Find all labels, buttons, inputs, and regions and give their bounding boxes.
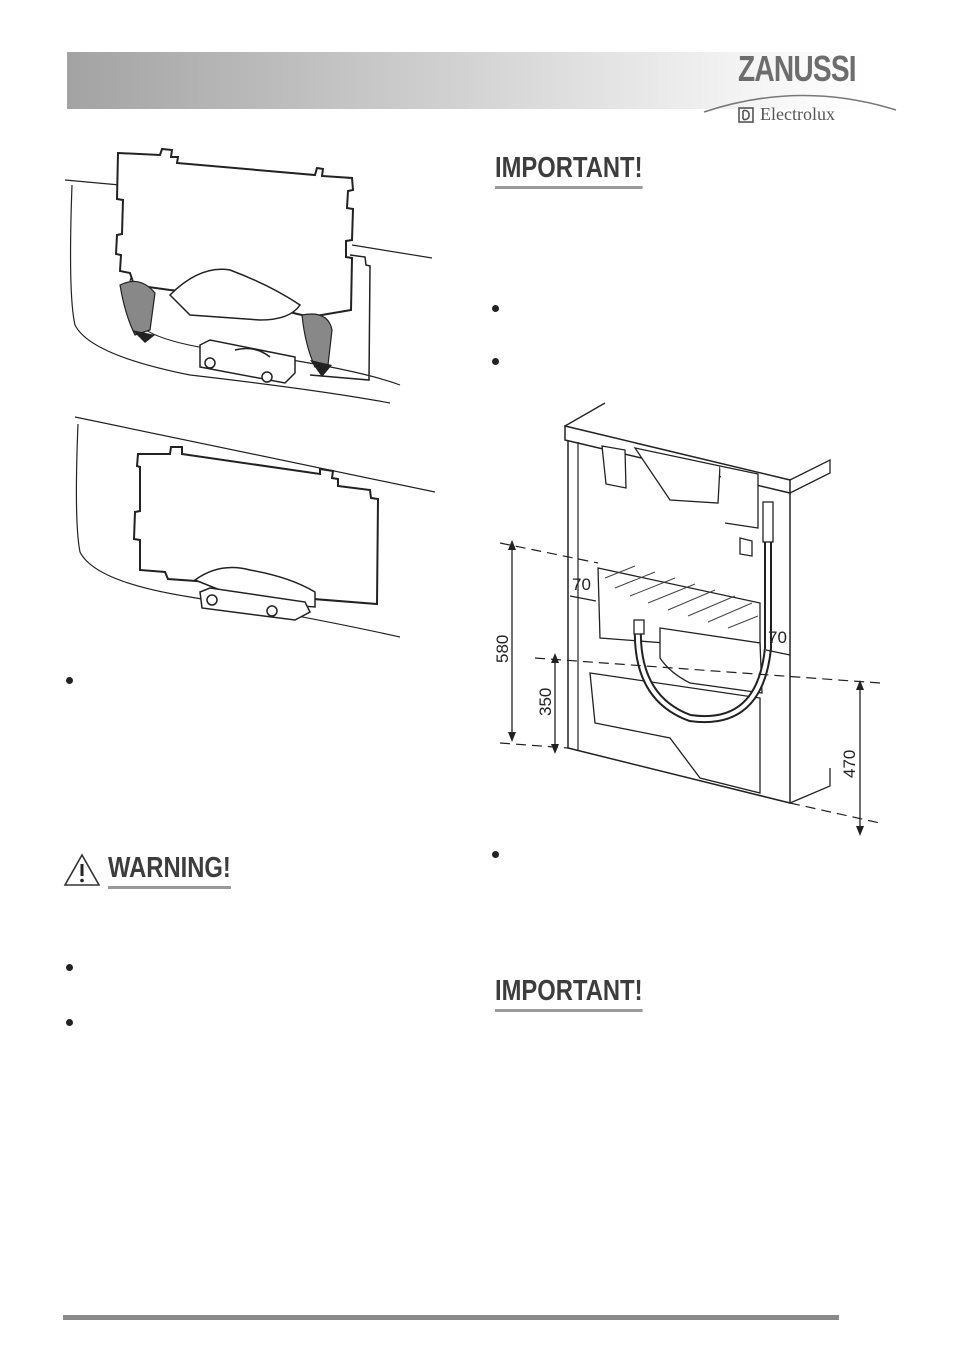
cabinet-diagram: 70 70 580 350 470 [493,402,881,836]
brand-swoosh [703,94,897,113]
bullet-point [66,964,73,971]
panel-illustration-bottom [74,416,436,638]
sub-brand-name: Electrolux [760,104,835,124]
warning-title: WARNING! [108,852,231,889]
electrolux-logo-icon [738,106,754,123]
bullet-point [66,677,73,684]
sub-brand: Electrolux [738,104,835,125]
dim-lower-height: 350 [536,688,555,716]
important-title-2: IMPORTANT! [495,975,643,1012]
dim-total-height: 580 [493,635,512,663]
bullet-point [66,1019,73,1026]
header-bar [67,52,867,109]
footer-rule [63,1315,839,1320]
warning-heading [62,852,102,888]
dim-right-height: 470 [840,750,859,778]
bullet-point [492,305,499,312]
dim-right-gap: 70 [768,628,787,647]
important-title: IMPORTANT! [495,152,643,189]
warning-triangle-icon [63,853,101,886]
dim-left-gap: 70 [572,575,591,594]
brand-logo: ZANUSSI [738,48,857,89]
bullet-point [492,851,499,858]
bullet-point [492,358,499,365]
panel-illustration-top [64,147,433,404]
